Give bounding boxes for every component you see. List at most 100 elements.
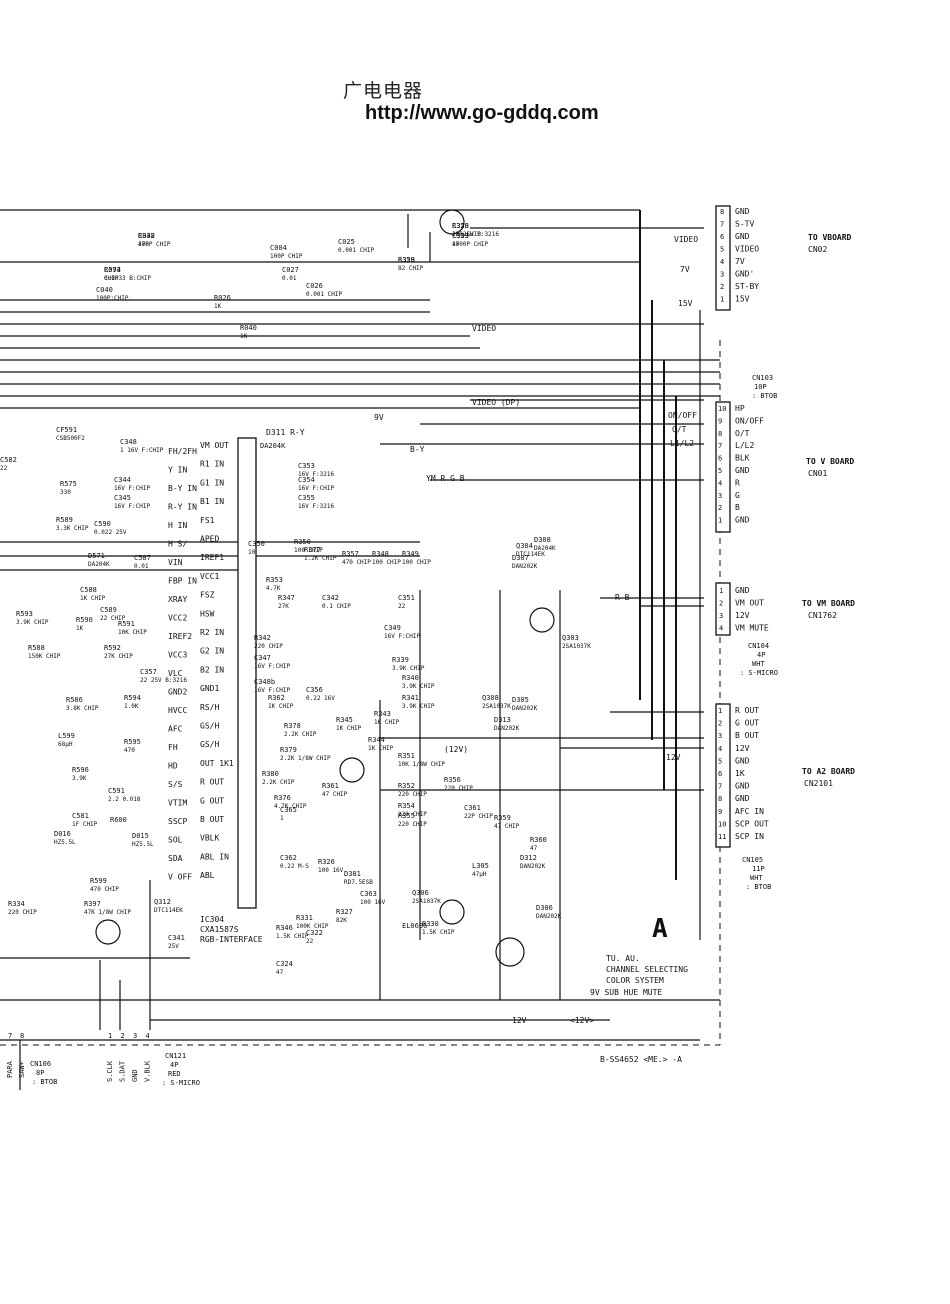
ic-left-pin-label: SDA [168,854,183,863]
component-ref: R349 [402,550,419,558]
component-value: 27K [278,603,289,610]
cn103-pin-number: 3 [718,492,722,500]
vboard-pin-number: 6 [720,233,724,241]
component-value: 150K CHIP [28,653,61,660]
component-value: 25V [168,943,179,950]
component-ref: D015 [132,832,149,840]
ic-left-pin-label: Y IN [168,466,187,475]
component-ref: C344 [114,476,131,484]
component-ref: C581 [72,812,89,820]
component-ref: CF591 [56,426,77,434]
component-ref: C589 [100,606,117,614]
a2-pin-number: 4 [718,745,722,753]
component-value: 10K 1/8W CHIP [398,761,445,768]
component-value: 3.3K CHIP [56,525,89,532]
ic-right-pin-label: G OUT [200,796,224,805]
a2-pin-label: SCP IN [735,832,764,841]
ic-left-pin-label: AFC [168,725,183,734]
component-ref: D312 [520,854,537,862]
cn103-type: : BTOB [752,392,777,400]
component-value: DAN202K [520,863,546,870]
component-ref: R343 [374,710,391,718]
cn121-pin-number: 2 [121,1032,125,1040]
cn106-type: : BTOB [32,1078,57,1086]
component-value: DAN202K [494,725,520,732]
cn103-pin-label: GND [735,466,750,475]
component-value: 22 25V B:3216 [140,677,187,684]
component-ref: D306 [536,904,553,912]
vm-pin-label: VM MUTE [735,624,769,633]
component-ref: R342 [254,634,271,642]
component-value: 0.22 16V [306,695,335,702]
label-ot: O/T [672,425,687,434]
cn103-destination-id: CN01 [808,469,827,478]
header-url: http://www.go-gddq.com [365,102,599,124]
vboard-destination: TO VBOARD [808,233,852,242]
net-12v-mid: (12V) [444,745,468,754]
ic-body-outline [237,437,257,909]
note-channel: CHANNEL SELECTING [606,965,688,974]
component-ref: C358 [452,222,469,230]
component-ref: C342 [322,594,339,602]
component-ref: R593 [16,610,33,618]
ic-left-pin-label: VIN [168,558,183,567]
note-color-system: COLOR SYSTEM [606,976,664,985]
component-value: 47 CHIP [322,791,348,798]
component-value: CHIP [104,275,119,282]
a2-pin-label: 1K [735,769,745,778]
component-value: 2.2K 1/8W CHIP [280,755,331,762]
component-ref: C591 [108,787,125,795]
q303-symbol [439,899,465,925]
component-value: 1K [76,625,84,632]
component-value: 1K CHIP [374,719,400,726]
a2-pin-label: 12V [735,744,750,753]
component-ref: R334 [8,900,25,908]
vboard-pin-label: VIDEO [735,245,759,254]
cn103-pin-label: L/L2 [735,441,754,450]
cn103-pin-label: ON/OFF [735,416,764,425]
component-ref: R586 [66,696,83,704]
component-ref: R380 [262,770,279,778]
component-ref: R345 [336,716,353,724]
component-ref: C593 [104,266,121,274]
component-ref: C588 [80,586,97,594]
component-value: 1F CHIP [72,821,98,828]
a2-pin-number: 11 [718,833,726,841]
component-value: 2.2 0.018 [108,796,141,803]
cn103-pin-label: GND [735,516,750,525]
component-ref: R377 [304,546,321,554]
a2-pin-label: R OUT [735,706,759,715]
component-value: 1.5K CHIP [422,929,455,936]
a2-pin-label: G OUT [735,719,759,728]
a2-pin-label: AFC IN [735,807,764,816]
component-value: 1K CHIP [268,703,294,710]
a2-pin-number: 9 [718,808,722,816]
component-value: 100 CHIP [294,547,323,554]
cn105-id: CN105 [742,856,763,864]
cn103-destination: TO V BOARD [806,457,854,466]
label-l1l2: L1/L2 [670,439,694,448]
component-ref: C365 [280,806,297,814]
a2-pin-label: SCP OUT [735,819,769,828]
component-ref: R397 [84,900,101,908]
component-value: DA204K [534,545,556,552]
ic-ref: IC304 [200,915,224,924]
ic-right-pin-label: ABL [200,871,215,880]
component-ref: C025 [338,238,355,246]
ic-left-pin-label: HD [168,762,178,771]
component-ref: R348 [372,550,389,558]
component-value: 0.001 CHIP [338,247,375,254]
ic-left-pin-label: H IN [168,521,187,530]
component-value: 2SA1037K [482,703,511,710]
component-ref: R338 [138,232,155,240]
vboard-pin-number: 5 [720,246,724,254]
cn121-color: RED [168,1070,181,1078]
component-value: 3.9K [72,775,87,782]
a2-pin-label: B OUT [735,731,759,740]
cn121-pin-number: 4 [146,1032,150,1040]
component-ref: C042 [138,232,155,240]
component-ref: R340 [402,674,419,682]
component-value: 22P CHIP [464,813,493,820]
component-value: 2.2K CHIP [284,731,317,738]
